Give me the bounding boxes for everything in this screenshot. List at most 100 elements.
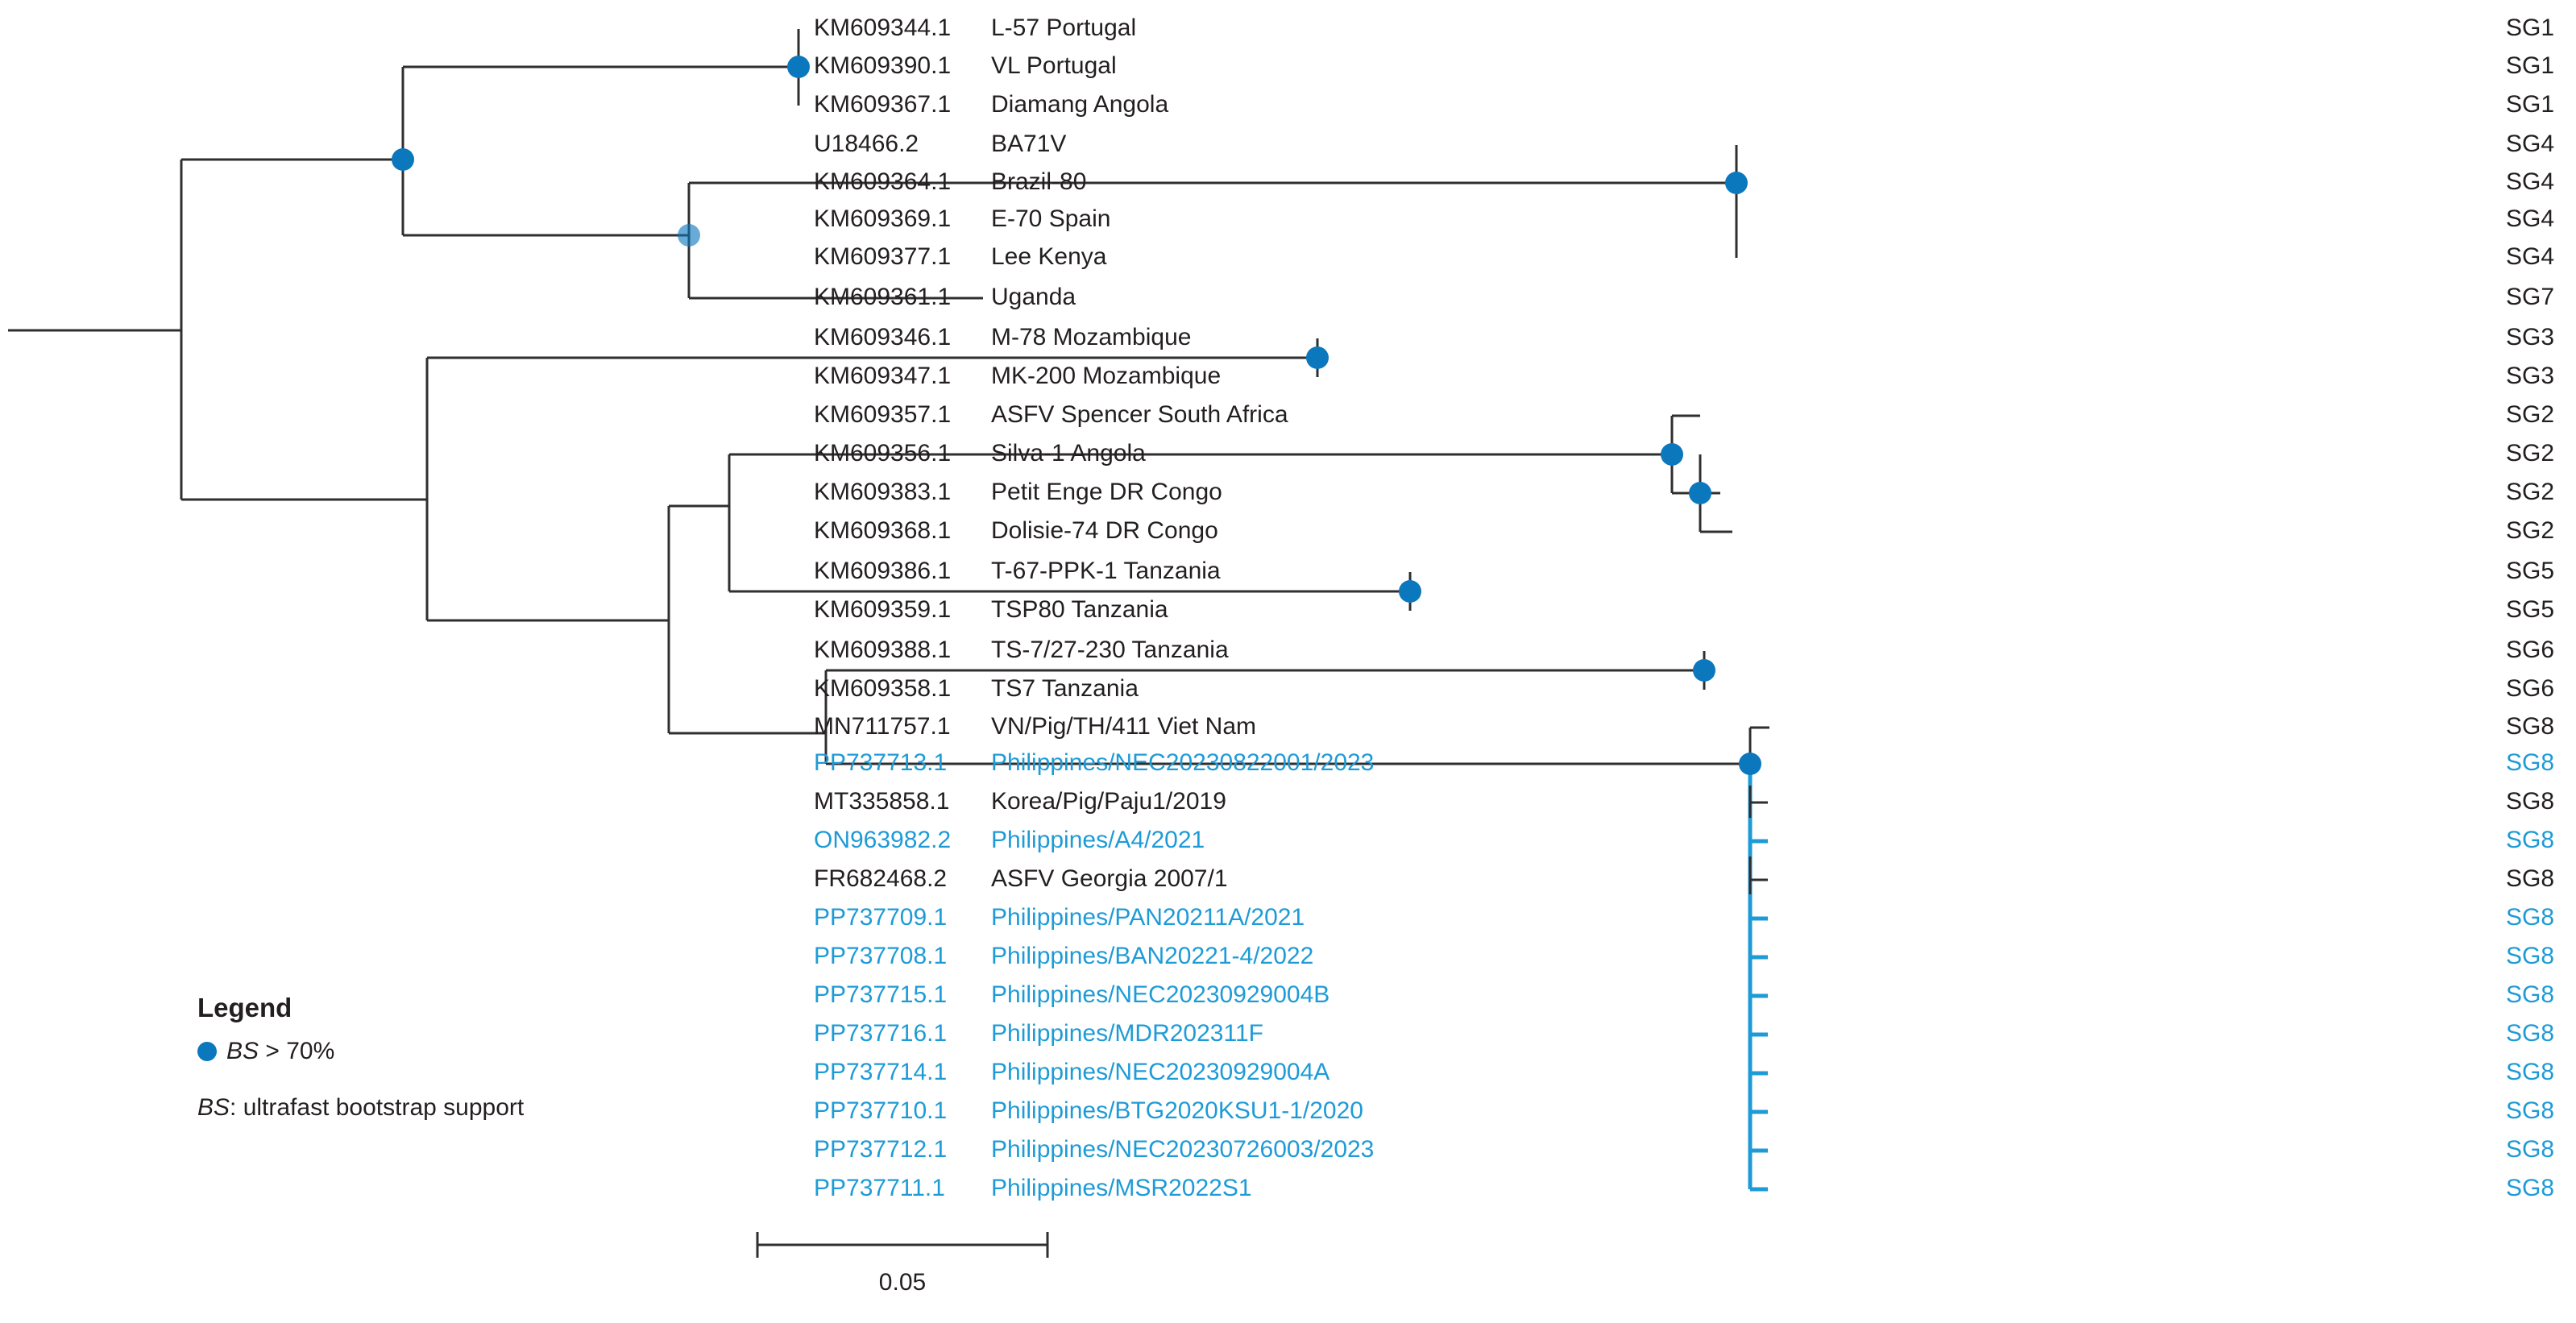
tip-strain-name: Brazil-80: [991, 168, 1086, 195]
tip-row: PP737710.1 Philippines/BTG2020KSU1-1/2020…: [814, 1097, 2554, 1124]
bootstrap-node-icon: [197, 1042, 217, 1061]
tip-accession: PP737713.1: [814, 749, 947, 776]
tip-accession: KM609377.1: [814, 243, 951, 270]
tip-serogroup: SG8: [2506, 1097, 2554, 1124]
tip-strain-name: L-57 Portugal: [991, 15, 1136, 41]
tip-serogroup: SG2: [2506, 401, 2554, 428]
tip-strain-name: Korea/Pig/Paju1/2019: [991, 788, 1226, 815]
tip-strain-name: M-78 Mozambique: [991, 324, 1191, 350]
tip-serogroup: SG6: [2506, 675, 2554, 702]
tip-strain-name: ASFV Georgia 2007/1: [991, 865, 1228, 892]
tip-serogroup: SG5: [2506, 596, 2554, 623]
tip-strain-name: VL Portugal: [991, 52, 1117, 79]
tip-strain-name: Philippines/BTG2020KSU1-1/2020: [991, 1097, 1363, 1124]
tip-strain-name: T-67-PPK-1 Tanzania: [991, 558, 1221, 584]
tip-serogroup: SG8: [2506, 1020, 2554, 1047]
tip-serogroup: SG8: [2506, 981, 2554, 1008]
bootstrap-node-n-sg2-sub: [1689, 482, 1711, 504]
bootstrap-node-layer: [392, 56, 1761, 775]
bootstrap-node-n-cladeB: [678, 224, 700, 247]
tip-serogroup: SG4: [2506, 168, 2554, 195]
legend-bootstrap-row: BS > 70%: [197, 1038, 334, 1065]
legend-bs-italic: BS: [226, 1038, 259, 1064]
tip-row: PP737713.1 Philippines/NEC20230822001/202…: [814, 749, 2554, 776]
tip-serogroup: SG8: [2506, 865, 2554, 892]
tip-accession: PP737710.1: [814, 1097, 947, 1124]
tip-strain-name: Philippines/A4/2021: [991, 827, 1205, 853]
tip-strain-name: Silva-1 Angola: [991, 440, 1146, 467]
scale-bar-label: 0.05: [879, 1269, 926, 1296]
tip-serogroup: SG8: [2506, 788, 2554, 815]
scale-bar: 0.05: [756, 1232, 1049, 1296]
legend-bootstrap-label: BS > 70%: [226, 1038, 334, 1065]
tip-strain-name: Diamang Angola: [991, 91, 1168, 118]
tip-accession: KM609369.1: [814, 205, 951, 232]
tip-serogroup: SG1: [2506, 15, 2554, 41]
tip-serogroup: SG6: [2506, 637, 2554, 663]
tip-row: PP737712.1 Philippines/NEC20230726003/202…: [814, 1136, 2554, 1163]
tip-serogroup: SG8: [2506, 1175, 2554, 1201]
bootstrap-node-n-sg1: [787, 56, 810, 78]
tip-strain-name: TS-7/27-230 Tanzania: [991, 637, 1229, 663]
tip-row: MT335858.1 Korea/Pig/Paju1/2019 SG8: [814, 788, 2554, 815]
tip-strain-name: Philippines/NEC20230822001/2023: [991, 749, 1374, 776]
tip-accession: KM609388.1: [814, 637, 951, 663]
legend-note-italic: BS: [197, 1094, 230, 1121]
tip-strain-name: Philippines/BAN20221-4/2022: [991, 943, 1313, 969]
tip-accession: PP737709.1: [814, 904, 947, 931]
legend-note: BS: ultrafast bootstrap support: [197, 1094, 524, 1122]
tip-serogroup: SG4: [2506, 205, 2554, 232]
bootstrap-node-n-cladeA: [392, 148, 414, 171]
tip-strain-name: BA71V: [991, 131, 1066, 157]
tip-accession: PP737712.1: [814, 1136, 947, 1163]
tip-accession: PP737715.1: [814, 981, 947, 1008]
tip-serogroup: SG8: [2506, 1059, 2554, 1085]
tip-strain-name: Philippines/NEC20230726003/2023: [991, 1136, 1374, 1163]
tip-serogroup: SG2: [2506, 479, 2554, 505]
tip-strain-name: Philippines/MSR2022S1: [991, 1175, 1252, 1201]
tip-accession: PP737716.1: [814, 1020, 947, 1047]
tip-accession: KM609367.1: [814, 91, 951, 118]
tip-serogroup: SG8: [2506, 827, 2554, 853]
tip-accession: KM609356.1: [814, 440, 951, 467]
tip-accession: MT335858.1: [814, 788, 949, 815]
tip-accession: KM609359.1: [814, 596, 951, 623]
tip-strain-name: Philippines/PAN20211A/2021: [991, 904, 1305, 931]
tip-accession: KM609383.1: [814, 479, 951, 505]
tip-serogroup: SG8: [2506, 943, 2554, 969]
tip-serogroup: SG2: [2506, 517, 2554, 544]
tip-serogroup: SG8: [2506, 713, 2554, 740]
tip-accession: KM609357.1: [814, 401, 951, 428]
bootstrap-node-n-sg4: [1725, 172, 1748, 194]
tip-accession: KM609358.1: [814, 675, 951, 702]
tip-strain-name: TSP80 Tanzania: [991, 596, 1168, 623]
tip-serogroup: SG1: [2506, 52, 2554, 79]
tip-serogroup: SG8: [2506, 1136, 2554, 1163]
tip-strain-name: Dolisie-74 DR Congo: [991, 517, 1218, 544]
bootstrap-node-n-sg3: [1306, 346, 1329, 369]
tip-strain-name: Philippines/NEC20230929004A: [991, 1059, 1329, 1085]
tip-accession: KM609361.1: [814, 284, 951, 310]
tip-strain-name: Uganda: [991, 284, 1076, 310]
bootstrap-node-n-sg8: [1739, 753, 1761, 775]
tip-accession: PP737714.1: [814, 1059, 947, 1085]
tip-serogroup: SG4: [2506, 131, 2554, 157]
tip-row: PP737714.1 Philippines/NEC20230929004A SG8: [814, 1059, 2554, 1085]
sg8-spine-layer: [1748, 764, 1768, 1192]
tip-accession: MN711757.1: [814, 713, 951, 740]
bootstrap-node-n-sg6: [1693, 659, 1715, 682]
